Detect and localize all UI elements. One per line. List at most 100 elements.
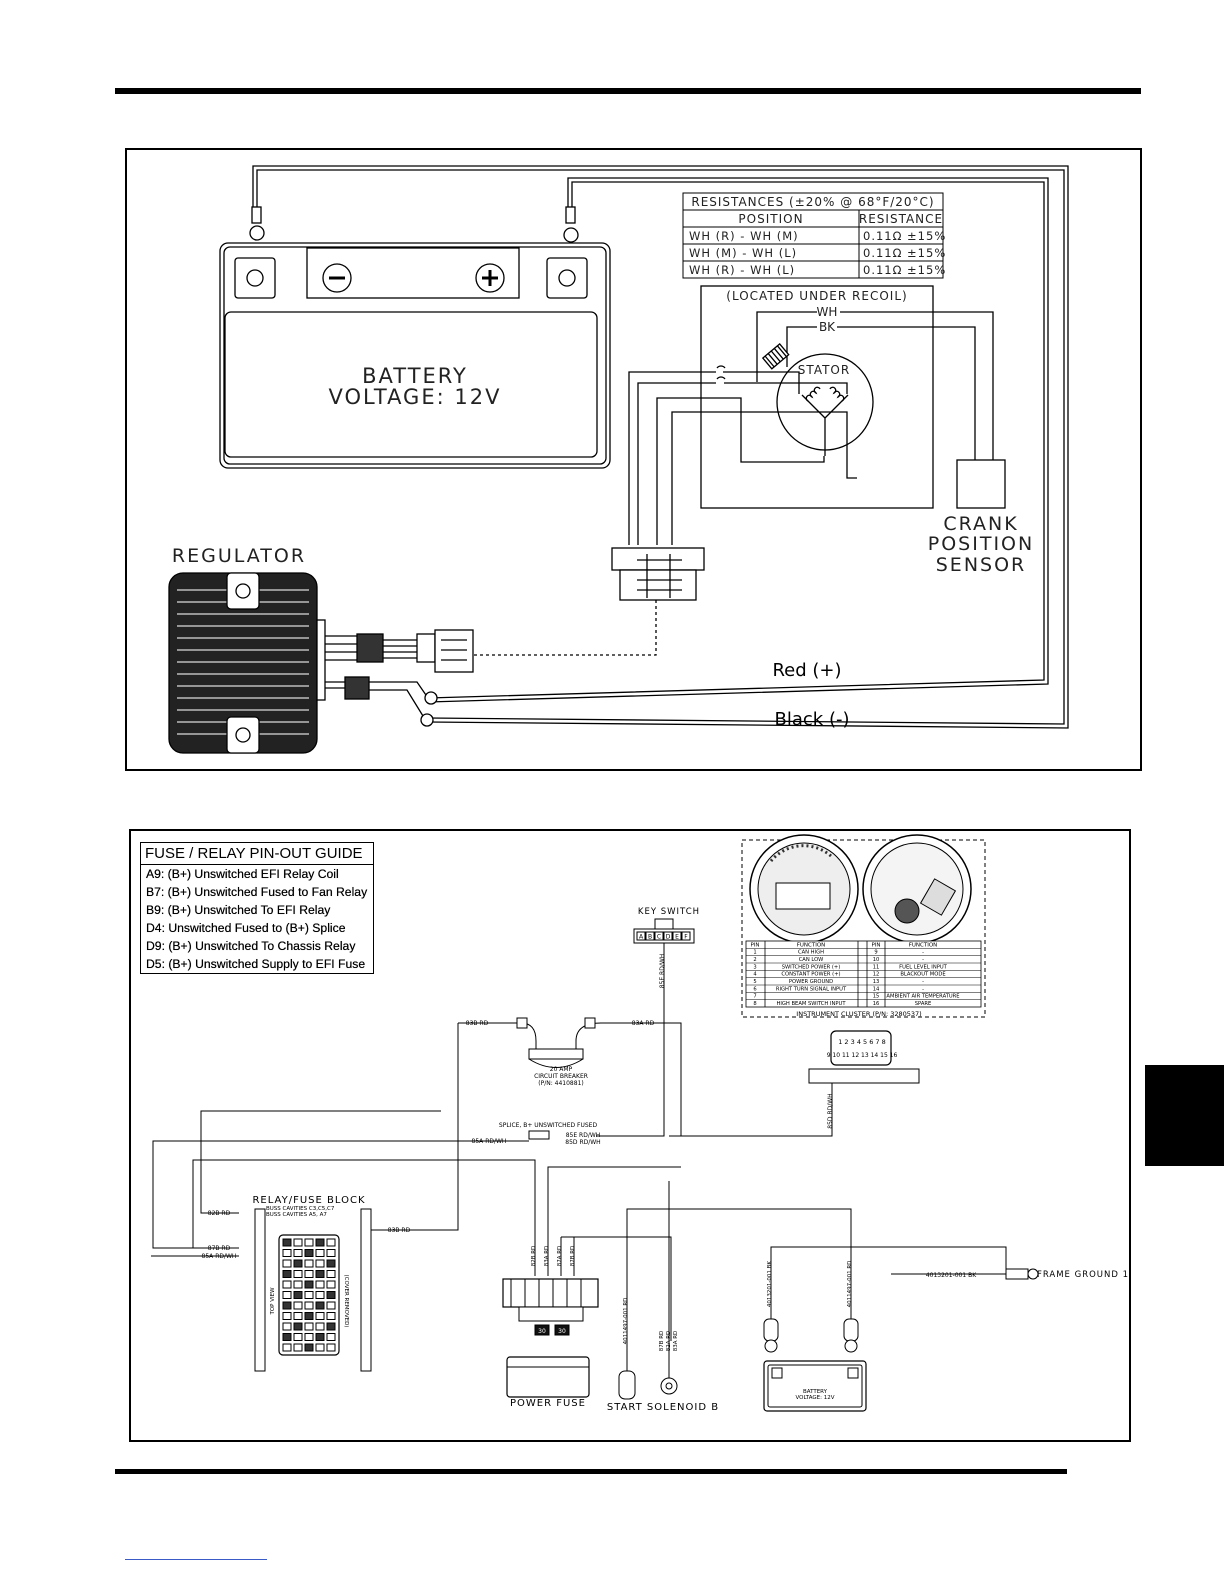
small-battery-line2: VOLTAGE: 12V [796, 1395, 835, 1401]
relay-fuse-cavity [293, 1259, 303, 1268]
relay-fuse-cavity [304, 1312, 314, 1320]
wire-83b-label: 83B RD [388, 1227, 411, 1234]
regulator-label: REGULATOR [172, 545, 306, 567]
wire-85d-vertical-label: 85D RD/WH [827, 1093, 834, 1128]
cluster-cell: - [922, 957, 924, 963]
cluster-cell: SPARE [915, 1001, 932, 1007]
relay-fuse-cavity [293, 1270, 303, 1278]
relay-fuse-cavity [282, 1301, 292, 1310]
regulator [168, 572, 474, 754]
bat-wire-rd: 4011497-001 RD [847, 1261, 853, 1308]
stator-label: STATOR [798, 363, 850, 377]
relay-fuse-cavity [315, 1238, 325, 1247]
relay-fuse-cavity [282, 1280, 292, 1289]
relay-fuse-cavity [326, 1238, 336, 1247]
cluster-cell: 14 [873, 986, 880, 992]
breaker-line1: 20 AMP [550, 1066, 573, 1073]
key-switch-pin-label: C [657, 934, 661, 941]
cluster-cell: 6 [753, 986, 756, 992]
relay-fuse-cavity [293, 1280, 303, 1289]
top-view-label: TOP VIEW [270, 1287, 276, 1316]
battery-label-line2: VOLTAGE: 12V [329, 385, 502, 409]
sol-wire-3: 82A RD [666, 1331, 672, 1352]
wire-87b-loop [192, 1159, 536, 1249]
cluster-cell: CAN HIGH [798, 950, 824, 956]
fuse-wire-83a: 83A RD [544, 1246, 550, 1267]
key-switch-pin [636, 931, 646, 941]
cluster-cell: 13 [873, 979, 880, 985]
wire-85e-label: 85E RD/WH [566, 1132, 601, 1139]
fuse-wire-82b: 82B RD [531, 1246, 537, 1267]
red-positive-label: Red (+) [772, 660, 841, 681]
stator-housing [700, 285, 934, 509]
relay-fuse-cavity [326, 1280, 336, 1289]
guide-item: B7: (B+) Unswitched Fused to Fan Relay [146, 885, 368, 899]
bat-wire-bk: 4013201-001 BK [767, 1261, 773, 1307]
wire-85e-vertical [596, 943, 665, 1137]
relay-fuse-cavity [282, 1333, 292, 1341]
wire-85a-top-label: 85A RD/WH [472, 1138, 507, 1145]
cluster-cell: 4 [753, 972, 757, 978]
cluster-cell: AMBIENT AIR TEMPERATURE [886, 994, 959, 1000]
relay-fuse-cavity [326, 1312, 336, 1320]
relay-fuse-cavity [293, 1322, 303, 1331]
black-negative-label: Black (-) [775, 709, 850, 730]
cluster-header: FUNCTION [797, 942, 826, 948]
resistance-table [682, 192, 944, 279]
stator-output-wires [628, 365, 857, 545]
key-switch-pin-label: D [666, 934, 671, 941]
relay-fuse-cavity [304, 1280, 314, 1289]
cluster-cell: BLACKOUT MODE [900, 972, 945, 978]
cluster-cell: 1 [753, 950, 756, 956]
crank-sensor-coil [761, 343, 790, 370]
relay-fuse-cavity [326, 1259, 336, 1268]
cluster-cell: - [922, 979, 924, 985]
relay-fuse-cells [282, 1238, 336, 1352]
cluster-header: PIN [871, 942, 880, 948]
key-switch-pin-label: B [648, 934, 652, 941]
cluster-cell: HIGH BEAM SWITCH INPUT [776, 1001, 846, 1007]
wire-black [252, 165, 1069, 729]
relay-fuse-cavity [315, 1249, 325, 1257]
guide-item: B9: (B+) Unswitched To EFI Relay [146, 903, 331, 917]
relay-fuse-cavity [293, 1291, 303, 1299]
footer-link-underline[interactable] [125, 1558, 267, 1560]
cluster-cell: SWITCHED POWER (+) [782, 964, 841, 970]
resistance-row3-value: 0.11Ω ±15% [863, 263, 946, 277]
resistance-table-title: RESISTANCES (±20% @ 68°F/20°C) [691, 195, 934, 209]
battery-label-line1: BATTERY [362, 364, 468, 388]
instrument-cluster-box [741, 834, 986, 1018]
relay-fuse-cavity [326, 1333, 336, 1341]
wire-red [427, 177, 1049, 703]
cluster-connector [808, 1030, 920, 1084]
cluster-cell: 16 [873, 1001, 880, 1007]
resistance-row1-position: WH (R) - WH (M) [689, 229, 799, 243]
wire-83a-label: 83A RD [632, 1020, 655, 1027]
relay-fuse-cavity [304, 1291, 314, 1299]
relay-fuse-cavity [293, 1301, 303, 1310]
battery [219, 242, 611, 469]
cluster-cell: 5 [753, 979, 756, 985]
key-switch-label: KEY SWITCH [638, 907, 700, 917]
cluster-caption: INSTRUMENT CLUSTER (P/N: 3280537) [796, 1010, 921, 1018]
power-fuse-connector [502, 1278, 599, 1336]
crank-sensor-wires [756, 311, 994, 460]
relay-fuse-cavity [282, 1343, 292, 1352]
relay-fuse-cavity [315, 1301, 325, 1310]
cluster-cell: 15 [873, 994, 880, 1000]
cluster-cell: 8 [753, 1001, 756, 1007]
cluster-pin-table [745, 940, 982, 1008]
cluster-cell: CONSTANT POWER (+) [781, 972, 840, 978]
located-under-recoil: (LOCATED UNDER RECOIL) [726, 289, 907, 303]
cluster-cell: CAN LOW [799, 957, 824, 963]
crank-position-sensor [956, 459, 1006, 509]
relay-fuse-cavity [326, 1270, 336, 1278]
relay-fuse-cavity [315, 1280, 325, 1289]
power-fuse-label: POWER FUSE [510, 1398, 586, 1409]
relay-fuse-cavity [282, 1270, 292, 1278]
key-switch-pin [645, 931, 655, 941]
key-switch-pin [654, 931, 664, 941]
relay-fuse-cavity [326, 1343, 336, 1352]
